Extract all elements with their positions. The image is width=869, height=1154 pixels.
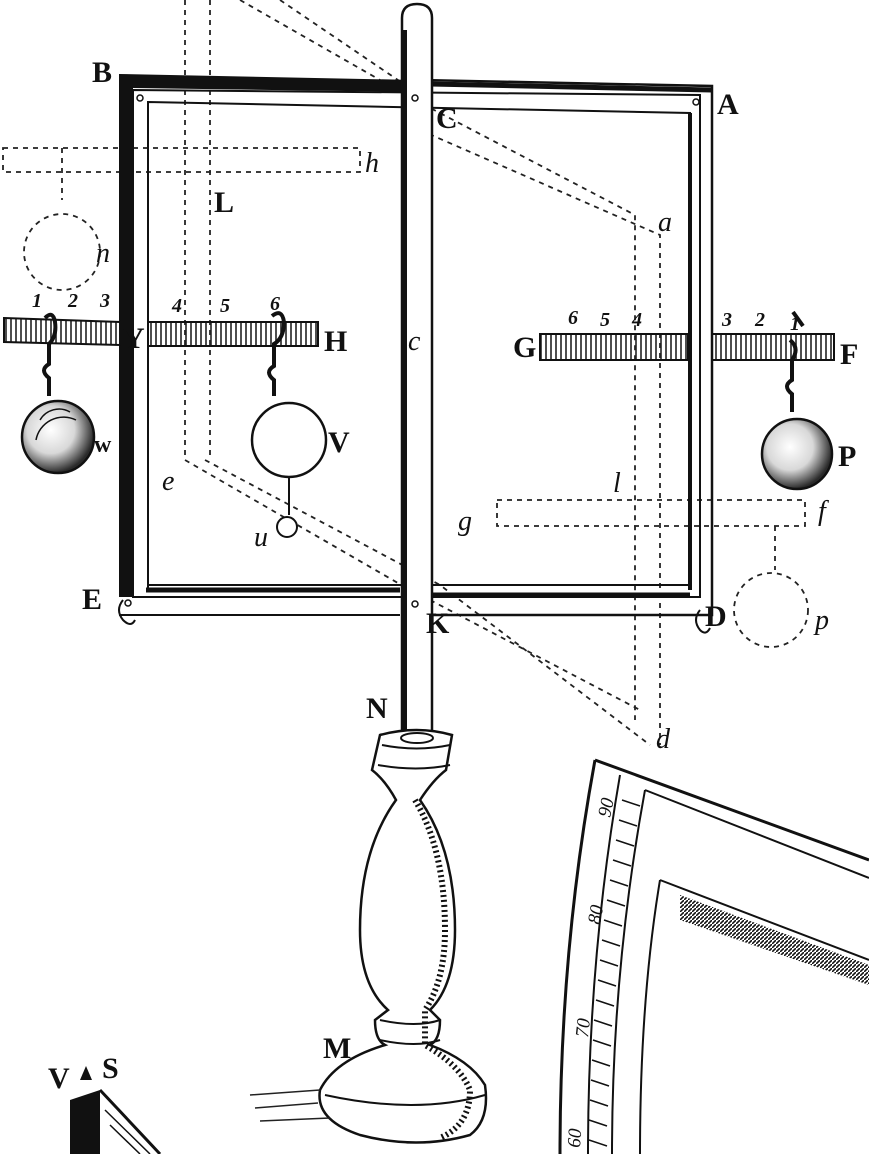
label-B: B [92, 56, 112, 89]
label-c: c [408, 326, 421, 357]
label-N: N [366, 692, 388, 725]
quadrant-ticks [588, 799, 641, 1147]
baluster-stand [249, 728, 488, 1144]
label-corner-V: V [48, 1062, 70, 1095]
left-mark-3: 3 [99, 290, 110, 312]
label-d: d [656, 724, 671, 755]
label-L: L [214, 186, 234, 219]
label-corner-S: S [102, 1052, 119, 1085]
label-g: g [458, 506, 472, 537]
dotted-lower-rule [496, 499, 806, 527]
label-h: h [365, 148, 379, 179]
weight-P [760, 310, 834, 491]
label-l: l [613, 468, 621, 499]
label-K: K [426, 607, 450, 640]
label-f: f [818, 496, 829, 527]
label-A: A [717, 88, 739, 121]
corner-fragment [70, 1066, 162, 1154]
right-mark-1: 1 [790, 313, 800, 335]
label-C: C [436, 102, 458, 135]
left-rule [3, 316, 319, 347]
degree-90: 90 [594, 796, 619, 819]
left-mark-6: 6 [270, 293, 280, 315]
label-M: M [323, 1032, 351, 1065]
label-H: H [324, 325, 347, 358]
degree-70: 70 [572, 1017, 595, 1039]
right-mark-3: 3 [721, 309, 732, 331]
left-mark-4: 4 [171, 295, 182, 317]
label-P: P [838, 440, 856, 473]
quadrant: 90 80 70 60 [558, 758, 869, 1154]
left-mark-2: 2 [67, 290, 78, 312]
degree-80: 80 [584, 903, 608, 926]
label-u: u [254, 522, 268, 553]
dotted-rotated-frame [184, 0, 661, 746]
right-rule [539, 333, 835, 361]
label-D: D [705, 600, 727, 633]
label-p: p [813, 605, 829, 636]
label-n: n [96, 238, 110, 269]
degree-60: 60 [564, 1127, 586, 1148]
weight-w [20, 312, 96, 475]
weight-V [250, 311, 328, 538]
vertical-staff [400, 2, 434, 747]
label-Y: Y [123, 322, 145, 355]
label-a: a [658, 207, 672, 238]
label-F: F [840, 338, 858, 371]
right-mark-5: 5 [600, 309, 610, 331]
right-mark-2: 2 [754, 309, 765, 331]
left-mark-5: 5 [220, 295, 230, 317]
label-w: w [94, 432, 112, 458]
label-V: V [328, 426, 350, 459]
dotted-weight-n [23, 148, 101, 291]
label-e: e [162, 466, 174, 497]
dotted-weight-p [733, 526, 809, 648]
right-mark-4: 4 [631, 309, 642, 331]
label-G: G [513, 331, 536, 364]
dotted-upper-rule [2, 147, 361, 173]
left-mark-1: 1 [32, 290, 42, 312]
label-E: E [82, 583, 102, 616]
right-mark-6: 6 [568, 307, 578, 329]
